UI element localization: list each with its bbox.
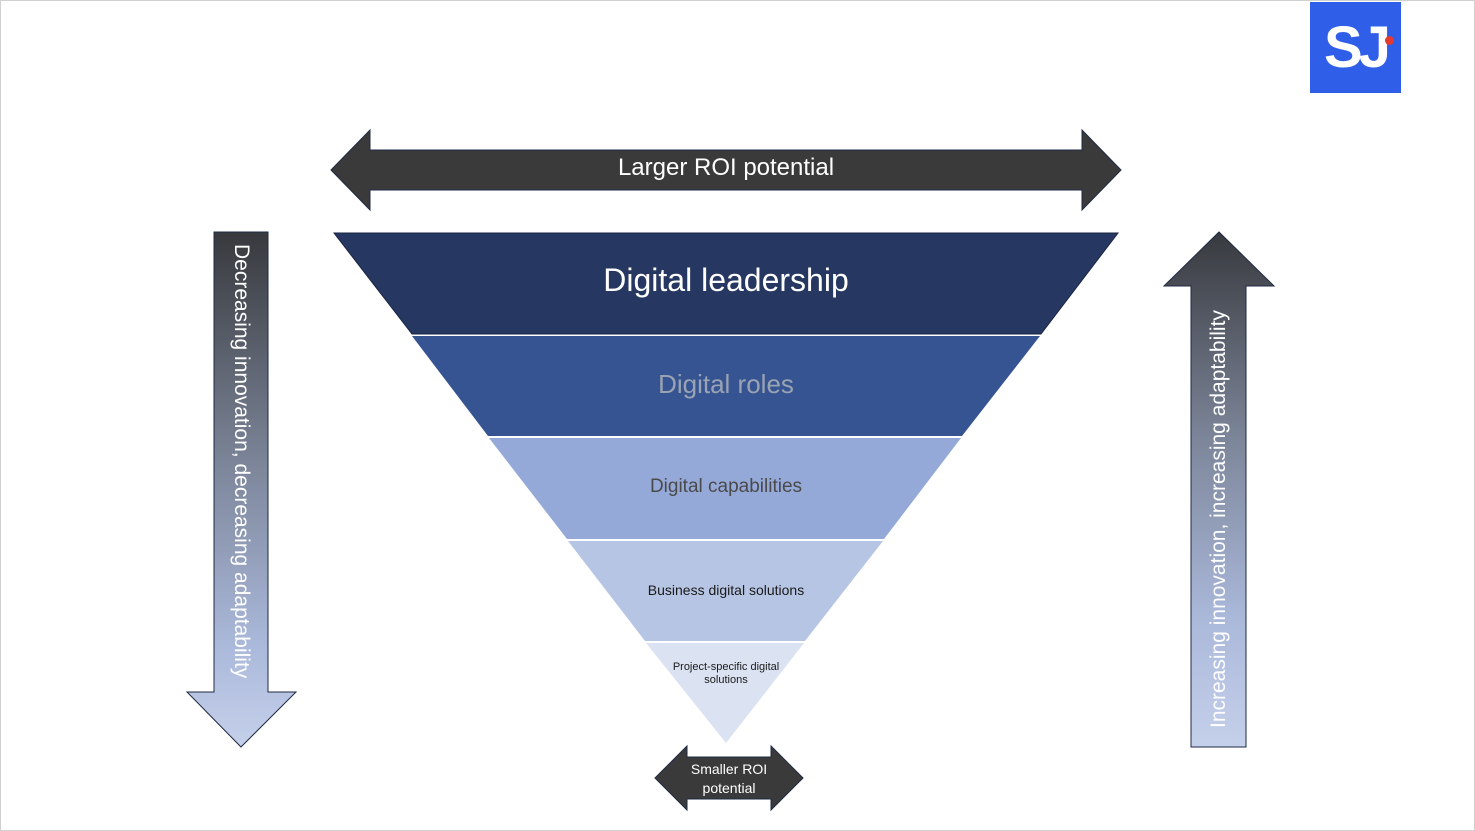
layer-digital-roles [412,336,1040,436]
digital-capabilities-label: Digital capabilities [649,476,803,497]
decreasing-arrow [185,231,298,748]
logo-dot [1385,36,1394,45]
digital-roles-label: Digital roles [658,369,794,399]
project-specific-label-line2: solutions [704,674,748,686]
digital-leadership-label: Digital leadership [603,262,849,298]
larger-roi-label: Larger ROI potential [617,154,835,181]
sj-logo: SJ [1310,2,1401,93]
increasing-arrow [1162,231,1276,748]
logo-text: SJ [1324,15,1391,80]
smaller-roi-label-line1: Smaller ROI [690,761,768,777]
project-specific-label-line1: Project-specific digital [672,661,780,673]
layer-project-specific-solutions [646,643,804,743]
increasing-label: Increasing innovation, increasing adapta… [1207,310,1230,728]
smaller-roi-label-line2: potential [702,780,756,796]
decreasing-label: Decreasing innovation, decreasing adapta… [230,244,253,679]
layer-digital-capabilities [489,438,961,539]
layer-digital-leadership [332,232,1120,335]
smaller-roi-arrow [654,744,804,812]
business-digital-solutions-label: Business digital solutions [647,582,805,598]
layer-business-digital-solutions [568,541,883,641]
larger-roi-arrow [330,128,1122,212]
